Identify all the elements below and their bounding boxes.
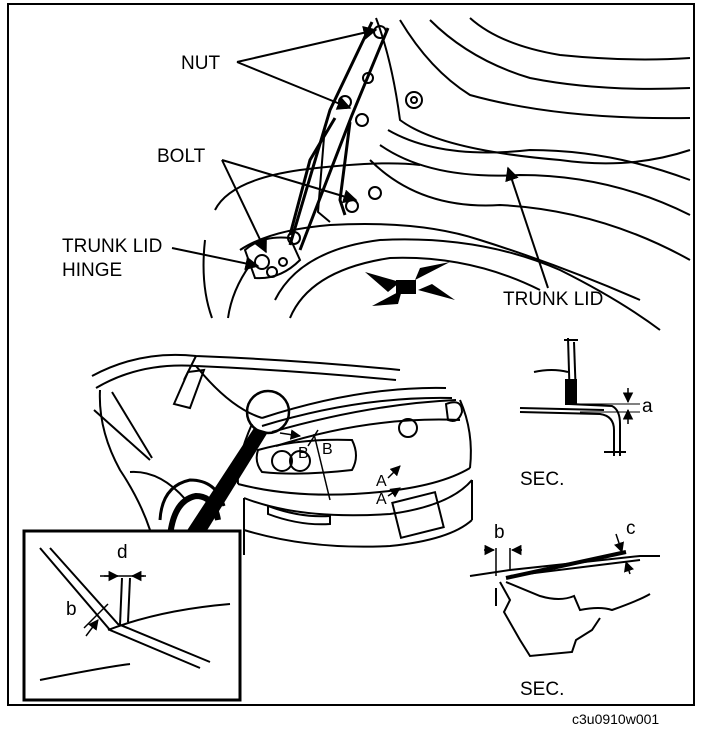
label-trunk-lid: TRUNK LID (503, 289, 603, 310)
hinge-view (202, 17, 691, 331)
label-trunk-lid-hinge-1: TRUNK LID (62, 236, 162, 257)
section-a-drawing (519, 337, 640, 456)
hinge-leaders (171, 26, 549, 289)
detail-inset-drawing (39, 547, 231, 681)
dim-a-label: a (642, 396, 653, 417)
label-nut: NUT (181, 53, 220, 74)
section-mark-a1: A (376, 473, 387, 490)
dim-b-inset-label: b (66, 599, 77, 620)
label-trunk-lid-hinge-2: HINGE (62, 260, 122, 281)
diagram-frame (7, 3, 695, 706)
figure-code: c3u0910w001 (572, 711, 659, 727)
dim-d-label: d (117, 542, 128, 563)
detail-callout-wedge (186, 428, 268, 532)
section-mark-b1: B (298, 445, 309, 462)
section-b-drawing (469, 533, 660, 658)
car-rear-view (91, 353, 473, 555)
dim-c-label: c (626, 518, 636, 539)
label-bolt: BOLT (157, 146, 206, 167)
section-a-caption: SEC. (520, 469, 564, 490)
section-mark-a2: A (376, 491, 387, 508)
section-b-caption: SEC. (520, 679, 564, 700)
section-mark-b2: B (322, 441, 333, 458)
detail-callout-circle (245, 389, 291, 435)
direction-symbol-icon (365, 262, 455, 306)
dim-b-section-label: b (494, 522, 505, 543)
section-arrows (279, 429, 401, 498)
